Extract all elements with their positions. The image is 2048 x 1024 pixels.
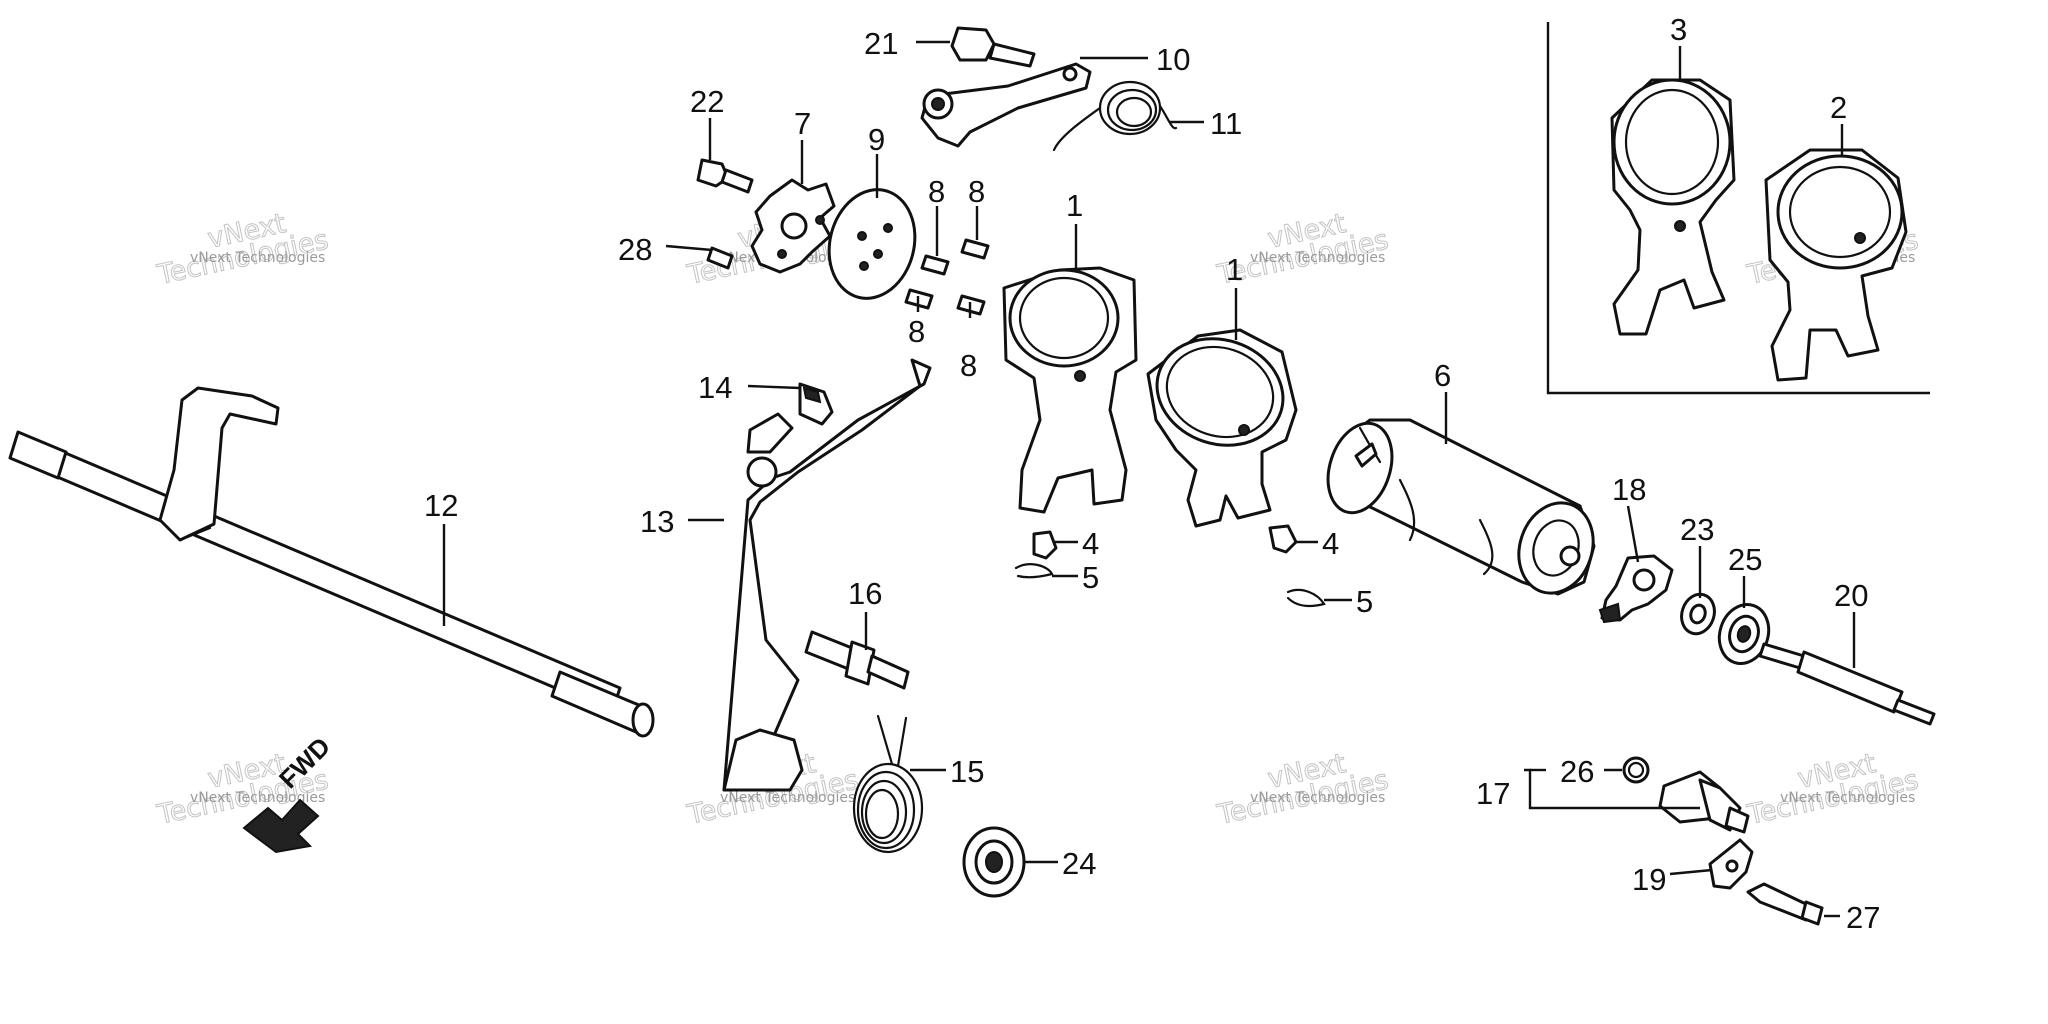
callout-22: 22 — [690, 84, 724, 119]
part-shift-shaft — [8, 386, 655, 738]
callout-9: 9 — [868, 122, 885, 157]
watermark-small-text: vNext Technologies — [1250, 250, 1385, 266]
callout-8c: 8 — [908, 314, 925, 349]
part-drum-plate — [750, 178, 836, 274]
callout-10: 10 — [1156, 42, 1190, 77]
part-inset-fork-3 — [1610, 78, 1736, 336]
watermark-small-text: vNext Technologies — [190, 250, 325, 266]
part-center-plate — [827, 188, 917, 300]
part-bolt-21 — [950, 26, 1036, 68]
callout-19: 19 — [1632, 862, 1666, 897]
watermark-small-text: vNext Technologies — [720, 790, 855, 806]
callout-28: 28 — [618, 232, 652, 267]
part-shift-drum — [1326, 418, 1596, 596]
callout-2: 2 — [1830, 90, 1847, 125]
watermark-small-text: vNext Technologies — [1780, 790, 1915, 806]
watermark-small-text: vNext Technologies — [1250, 790, 1385, 806]
part-pin-28 — [706, 246, 734, 270]
callout-25: 25 — [1728, 542, 1762, 577]
callout-17: 17 — [1476, 776, 1510, 811]
callout-7: 7 — [794, 106, 811, 141]
part-stopper-plate — [1598, 554, 1674, 624]
callout-3: 3 — [1670, 12, 1687, 47]
callout-14: 14 — [698, 370, 732, 405]
callout-4a: 4 — [1082, 526, 1099, 561]
part-shift-arm — [722, 358, 932, 792]
callout-1b: 1 — [1226, 252, 1243, 287]
part-bearing-25 — [1717, 603, 1771, 665]
callout-5a: 5 — [1082, 560, 1099, 595]
callout-1a: 1 — [1066, 188, 1083, 223]
callout-23: 23 — [1680, 512, 1714, 547]
part-bolt-22 — [696, 158, 754, 194]
callout-8a: 8 — [928, 174, 945, 209]
part-bolt-27 — [1746, 882, 1824, 926]
callout-16: 16 — [848, 576, 882, 611]
part-clips-5 — [1014, 563, 1326, 608]
part-neutral-switch — [1658, 770, 1750, 834]
part-shift-fork-1a — [1002, 266, 1138, 514]
part-bolt-14 — [798, 382, 834, 426]
part-oring-26 — [1622, 756, 1650, 784]
part-stopper-pin — [804, 630, 910, 690]
callout-13: 13 — [640, 504, 674, 539]
part-bracket-19 — [1708, 838, 1754, 890]
part-shift-fork-1b — [1146, 328, 1298, 528]
callout-15: 15 — [950, 754, 984, 789]
part-stopper-arm — [920, 62, 1092, 148]
callout-21: 21 — [864, 26, 898, 61]
watermark-small-text: vNext Technologies — [190, 790, 325, 806]
part-washer-23 — [1680, 592, 1716, 636]
callout-18: 18 — [1612, 472, 1646, 507]
callout-20: 20 — [1834, 578, 1868, 613]
callout-11: 11 — [1210, 106, 1242, 141]
callout-8d: 8 — [960, 348, 977, 383]
part-inset-fork-2 — [1764, 148, 1908, 382]
inset-frame — [1546, 22, 1930, 395]
callout-12: 12 — [424, 488, 458, 523]
callout-labels: 21 10 11 22 7 9 8 8 8 8 28 1 1 3 2 14 6 … — [424, 12, 1880, 935]
part-oil-seal-24 — [962, 826, 1026, 898]
part-return-spring — [852, 714, 924, 854]
callout-5b: 5 — [1356, 584, 1373, 619]
callout-4b: 4 — [1322, 526, 1339, 561]
callout-24: 24 — [1062, 846, 1096, 881]
part-nuts-4 — [1032, 524, 1298, 560]
part-pivot-shaft — [1758, 642, 1936, 726]
leader-lines — [442, 40, 1856, 918]
callout-8b: 8 — [968, 174, 985, 209]
part-stopper-spring — [1052, 80, 1178, 152]
callout-6: 6 — [1434, 358, 1451, 393]
callout-27: 27 — [1846, 900, 1880, 935]
callout-26: 26 — [1560, 754, 1594, 789]
